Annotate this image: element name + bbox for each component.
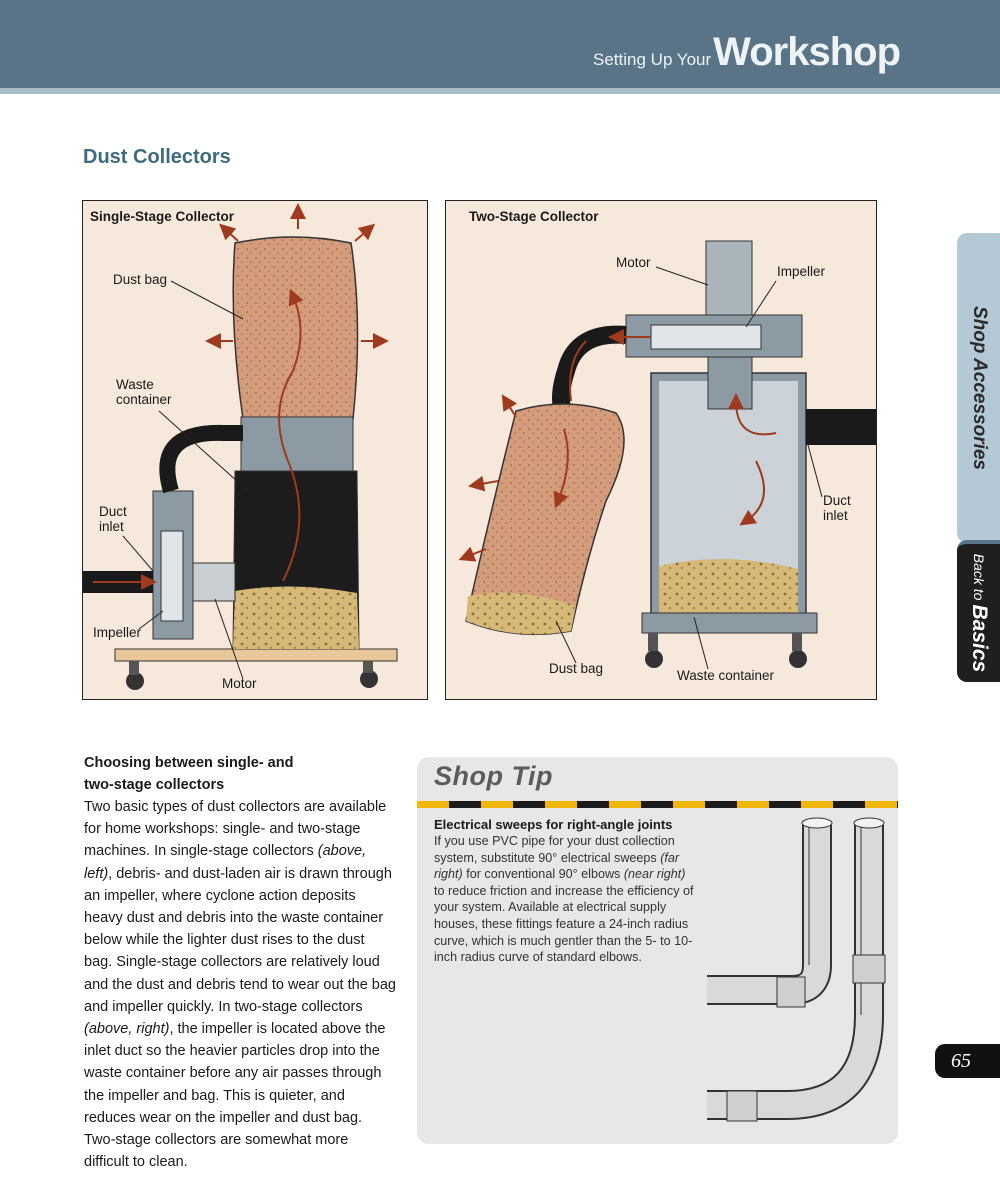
page-number: 65 (935, 1044, 1000, 1078)
label-waste-container: Waste container (677, 668, 775, 683)
label-dust-bag: Dust bag (549, 661, 604, 676)
page-header (0, 0, 1000, 88)
label-impeller: Impeller (777, 264, 826, 279)
tab-shop-accessories-label: Shop Accessories (969, 305, 990, 471)
label-dust-bag: Dust bag (113, 272, 168, 287)
tip-text-part: for conventional 90° elbows (462, 867, 624, 882)
shop-tip-title: Shop Tip (434, 761, 553, 791)
tip-ref: (near right) (623, 867, 686, 882)
header-title-prefix: Setting Up Your (593, 50, 712, 69)
tab-back-to: Back to (971, 553, 987, 601)
label-motor: Motor (616, 255, 651, 270)
two-stage-figure: Two-Stage Collector Motor Impeller Duct … (445, 200, 877, 700)
tip-text-part: to reduce friction and increase the effi… (434, 883, 694, 965)
body-ref: (above, left) (84, 843, 367, 882)
single-stage-illustration (83, 203, 398, 690)
section-title: Dust Collectors (83, 146, 231, 168)
single-stage-figure: Single-Stage Collector Dust bag Waste co… (82, 200, 428, 700)
tab-back-to-basics-label: Back to Basics (957, 544, 1000, 682)
header-title-main: Workshop (713, 30, 901, 74)
two-stage-illustration (458, 240, 876, 670)
label-impeller: Impeller (93, 625, 142, 640)
body-heading: Choosing between single- and two-stage c… (84, 755, 294, 793)
label-duct-inlet: Duct inlet (823, 493, 851, 523)
body-text-part: Two basic types of dust collectors are a… (84, 799, 387, 860)
header-rule (0, 88, 1000, 94)
label-waste-container: Waste container (116, 377, 172, 407)
two-stage-title: Two-Stage Collector (469, 209, 599, 224)
tip-text-part: If you use PVC pipe for your dust collec… (434, 834, 675, 865)
shop-tip-text: If you use PVC pipe for your dust collec… (434, 833, 696, 966)
body-text-part: , the impeller is located above the inle… (84, 1021, 386, 1171)
tip-ref: (far right) (434, 850, 680, 882)
body-ref: (above, right) (84, 1021, 170, 1038)
header-title: Setting Up YourWorkshop (593, 30, 901, 75)
tab-basics: Basics (968, 604, 991, 673)
body-text: Two basic types of dust collectors are a… (84, 796, 396, 1173)
body-text-part: , debris- and dust-laden air is drawn th… (84, 865, 396, 1015)
label-duct-inlet: Duct inlet (99, 504, 127, 534)
pipe-fittings-illustration (707, 817, 886, 1122)
hazard-stripe (417, 801, 898, 808)
tab-shop-accessories[interactable]: Shop Accessories (957, 233, 1000, 543)
single-stage-title: Single-Stage Collector (90, 209, 235, 224)
shop-tip-heading: Electrical sweeps for right-angle joints (434, 817, 673, 832)
label-motor: Motor (222, 676, 257, 691)
tab-back-to-basics[interactable]: Back to Basics (957, 540, 1000, 682)
shop-tip-box: Shop Tip Electrical sweeps for right-ang… (417, 757, 898, 1144)
